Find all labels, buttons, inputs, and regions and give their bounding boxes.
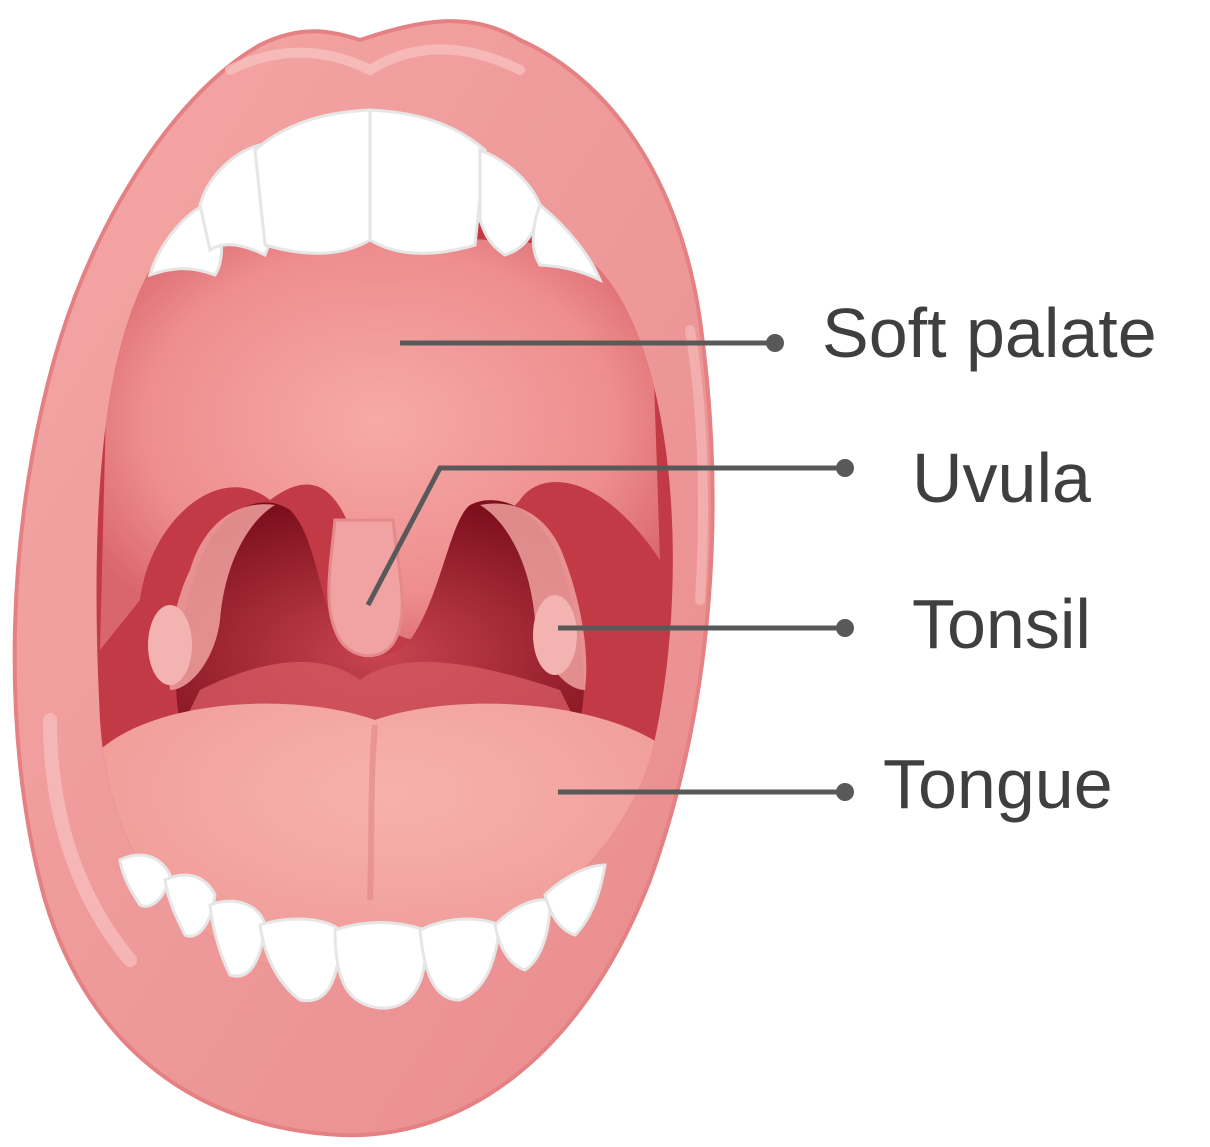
label-tongue: Tongue — [883, 745, 1113, 823]
label-uvula: Uvula — [912, 439, 1091, 517]
left-tonsil — [148, 605, 192, 685]
right-tonsil — [533, 595, 577, 675]
tonsil-leader-dot — [836, 619, 854, 637]
label-soft-palate: Soft palate — [822, 294, 1157, 372]
soft-palate-leader-dot — [766, 334, 784, 352]
uvula-leader-dot — [836, 459, 854, 477]
label-tonsil: Tonsil — [912, 585, 1091, 663]
uvula-shape — [329, 520, 402, 656]
tongue-leader-dot — [836, 783, 854, 801]
